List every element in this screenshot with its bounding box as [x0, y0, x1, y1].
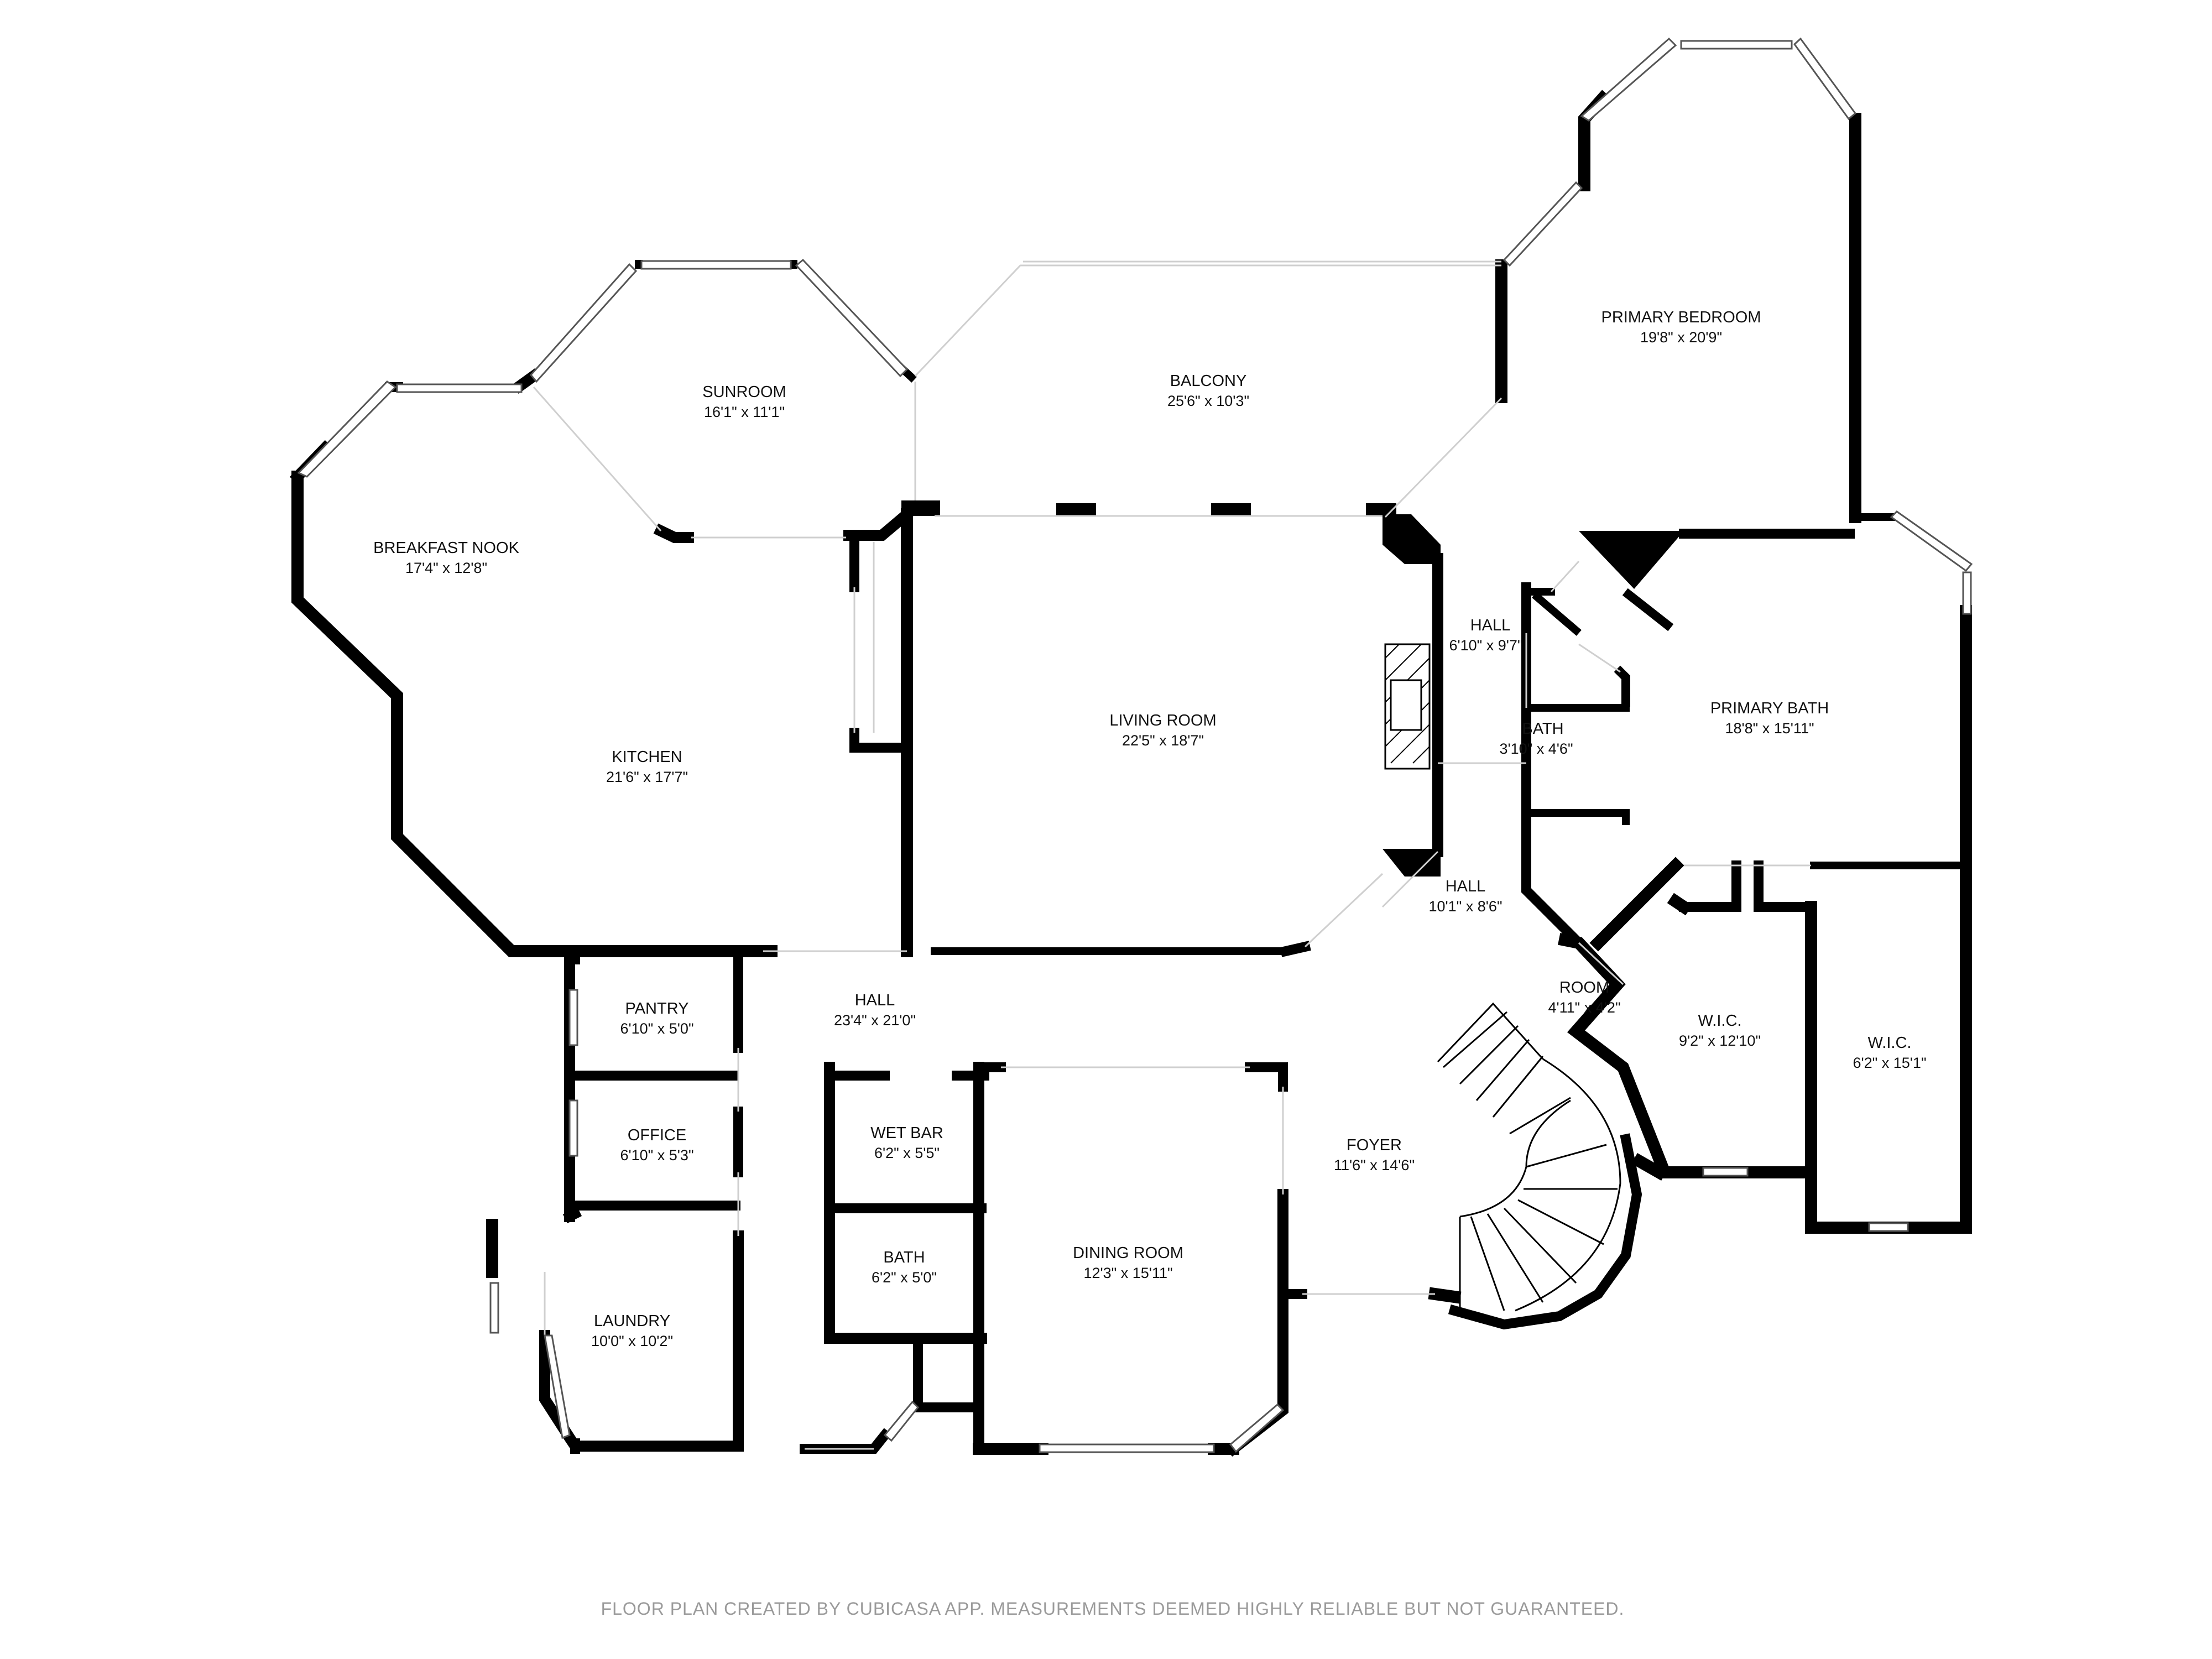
- disclaimer-footer: FLOOR PLAN CREATED BY CUBICASA APP. MEAS…: [601, 1599, 1625, 1619]
- room-name: OFFICE: [628, 1126, 686, 1144]
- room-dim: 6'2" x 5'0": [872, 1269, 937, 1286]
- room-dim: 23'4" x 21'0": [834, 1012, 916, 1029]
- label-balcony: BALCONY 25'6" x 10'3": [1167, 372, 1249, 409]
- room-dim: 6'10" x 9'7": [1449, 637, 1522, 654]
- room-name: LIVING ROOM: [1109, 712, 1216, 729]
- staircase: [1437, 1002, 1642, 1330]
- label-kitchen: KITCHEN 21'6" x 17'7": [606, 748, 688, 785]
- label-dining-room: DINING ROOM 12'3" x 15'11": [1073, 1244, 1183, 1281]
- label-bath-lower: BATH 6'2" x 5'0": [872, 1249, 937, 1286]
- room-name: LAUNDRY: [594, 1312, 670, 1330]
- label-wic-1: W.I.C. 9'2" x 12'10": [1679, 1012, 1761, 1049]
- label-living-room: LIVING ROOM 22'5" x 18'7": [1109, 712, 1216, 749]
- label-hall-upper: HALL 6'10" x 9'7": [1449, 617, 1522, 654]
- walls: [289, 90, 1972, 1457]
- room-name: HALL: [1446, 878, 1486, 895]
- room-name: ROOM: [1559, 979, 1609, 997]
- label-sunroom: SUNROOM 16'1" x 11'1": [702, 383, 786, 420]
- label-pantry: PANTRY 6'10" x 5'0": [620, 1000, 693, 1037]
- room-dim: 16'1" x 11'1": [704, 404, 785, 420]
- room-dim: 10'1" x 8'6": [1428, 898, 1502, 915]
- room-dim: 11'6" x 14'6": [1334, 1157, 1415, 1173]
- room-name: PRIMARY BEDROOM: [1601, 309, 1761, 326]
- room-dim: 4'11" x 4'2": [1548, 999, 1620, 1016]
- room-dim: 3'10" x 4'6": [1499, 740, 1573, 757]
- room-name: W.I.C.: [1698, 1012, 1742, 1030]
- room-dim: 25'6" x 10'3": [1167, 393, 1249, 409]
- room-dim: 19'8" x 20'9": [1640, 329, 1722, 346]
- room-dim: 6'2" x 15'1": [1853, 1055, 1926, 1071]
- windows: [297, 37, 1973, 1453]
- room-name: SUNROOM: [702, 383, 786, 401]
- label-foyer: FOYER 11'6" x 14'6": [1334, 1136, 1415, 1173]
- room-name: KITCHEN: [612, 748, 682, 766]
- room-name: DINING ROOM: [1073, 1244, 1183, 1262]
- room-name: HALL: [855, 992, 895, 1009]
- room-name: BREAKFAST NOOK: [373, 539, 519, 557]
- room-name: HALL: [1470, 617, 1511, 634]
- room-dim: 9'2" x 12'10": [1679, 1032, 1761, 1049]
- label-wet-bar: WET BAR 6'2" x 5'5": [870, 1124, 943, 1161]
- label-room: ROOM 4'11" x 4'2": [1548, 979, 1620, 1016]
- room-name: FOYER: [1347, 1136, 1402, 1154]
- room-dim: 22'5" x 18'7": [1122, 732, 1204, 749]
- label-primary-bath: PRIMARY BATH 18'8" x 15'11": [1710, 700, 1829, 737]
- room-labels: BALCONY 25'6" x 10'3" PRIMARY BEDROOM 19'8…: [373, 309, 1926, 1349]
- label-bath-small: BATH 3'10" x 4'6": [1499, 720, 1573, 757]
- room-name: PANTRY: [625, 1000, 689, 1018]
- label-office: OFFICE 6'10" x 5'3": [620, 1126, 693, 1164]
- room-name: W.I.C.: [1868, 1034, 1912, 1052]
- room-dim: 10'0" x 10'2": [591, 1333, 673, 1349]
- room-dim: 21'6" x 17'7": [606, 769, 688, 785]
- room-dim: 6'10" x 5'0": [620, 1020, 693, 1037]
- label-primary-bedroom: PRIMARY BEDROOM 19'8" x 20'9": [1601, 309, 1761, 346]
- room-name: WET BAR: [870, 1124, 943, 1142]
- label-wic-2: W.I.C. 6'2" x 15'1": [1853, 1034, 1926, 1071]
- room-dim: 6'10" x 5'3": [620, 1147, 693, 1164]
- room-dim: 6'2" x 5'5": [874, 1145, 940, 1161]
- label-hall-mid: HALL 10'1" x 8'6": [1428, 878, 1502, 915]
- room-dim: 18'8" x 15'11": [1725, 720, 1814, 737]
- room-name: BALCONY: [1170, 372, 1247, 390]
- label-laundry: LAUNDRY 10'0" x 10'2": [591, 1312, 673, 1349]
- label-breakfast-nook: BREAKFAST NOOK 17'4" x 12'8": [373, 539, 519, 576]
- room-dim: 17'4" x 12'8": [405, 560, 487, 576]
- room-name: PRIMARY BATH: [1710, 700, 1829, 717]
- thin-walls: [533, 260, 1811, 1450]
- room-name: BATH: [1522, 720, 1563, 738]
- label-hall-main: HALL 23'4" x 21'0": [834, 992, 916, 1029]
- room-dim: 12'3" x 15'11": [1083, 1265, 1172, 1281]
- room-name: BATH: [883, 1249, 925, 1266]
